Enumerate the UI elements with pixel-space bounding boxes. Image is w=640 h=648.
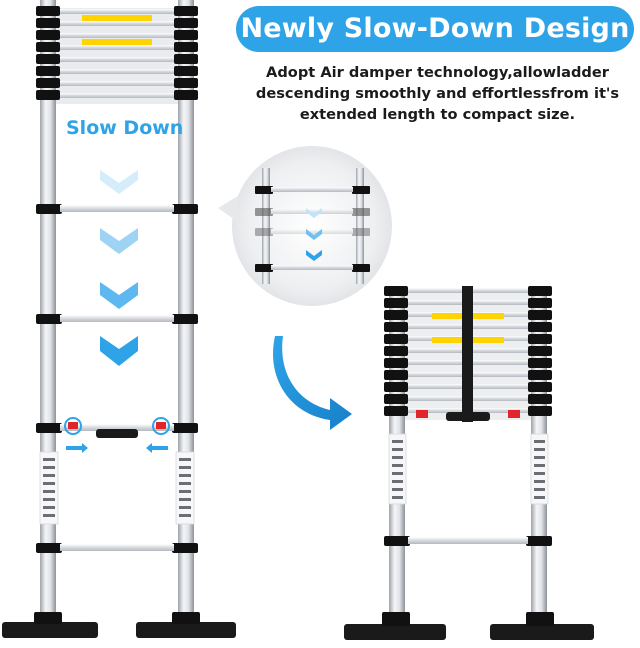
instruction-label bbox=[39, 451, 59, 525]
chevron-down-icon bbox=[100, 170, 138, 194]
release-tab bbox=[508, 410, 520, 418]
instruction-label bbox=[175, 451, 195, 525]
chevron-down-icon bbox=[306, 250, 322, 261]
rung-with-release bbox=[36, 417, 198, 453]
ladder-base bbox=[2, 612, 236, 638]
ladder-base bbox=[344, 612, 594, 640]
headline-banner: Newly Slow-Down Design bbox=[236, 6, 634, 52]
description-line: descending smoothly and effortlessfrom i… bbox=[255, 85, 620, 102]
collapsed-top-stack bbox=[36, 6, 198, 104]
arrow-left-icon bbox=[146, 443, 168, 453]
description-line: extended length to compact size. bbox=[299, 106, 576, 123]
rung bbox=[36, 314, 198, 324]
arrow-right-icon bbox=[66, 443, 88, 453]
chevron-down-icon bbox=[100, 228, 138, 254]
chevron-down-icon bbox=[306, 229, 322, 240]
chevron-down-icon bbox=[306, 208, 322, 218]
instruction-label bbox=[530, 433, 549, 505]
release-tab bbox=[68, 422, 78, 429]
chevron-down-icon bbox=[100, 282, 138, 309]
chevron-down-icon bbox=[100, 336, 138, 366]
warning-sticker bbox=[82, 39, 152, 45]
release-handle bbox=[96, 429, 138, 438]
rung bbox=[36, 543, 198, 553]
release-tab bbox=[156, 422, 166, 429]
slow-down-label: Slow Down bbox=[66, 117, 184, 139]
release-handle bbox=[446, 412, 490, 421]
curved-arrow-icon bbox=[273, 336, 352, 430]
rung bbox=[384, 536, 552, 546]
description-line: Adopt Air damper technology,allowladder bbox=[266, 64, 609, 81]
compact-ladder bbox=[344, 286, 594, 640]
instruction-label bbox=[388, 433, 407, 505]
release-tab bbox=[416, 410, 428, 418]
rung bbox=[36, 204, 198, 214]
warning-sticker bbox=[82, 15, 152, 21]
feature-description: Adopt Air damper technology,allowladder … bbox=[255, 62, 620, 125]
detail-magnifier bbox=[218, 146, 392, 306]
extended-ladder bbox=[2, 0, 236, 638]
carry-strap bbox=[462, 286, 473, 422]
